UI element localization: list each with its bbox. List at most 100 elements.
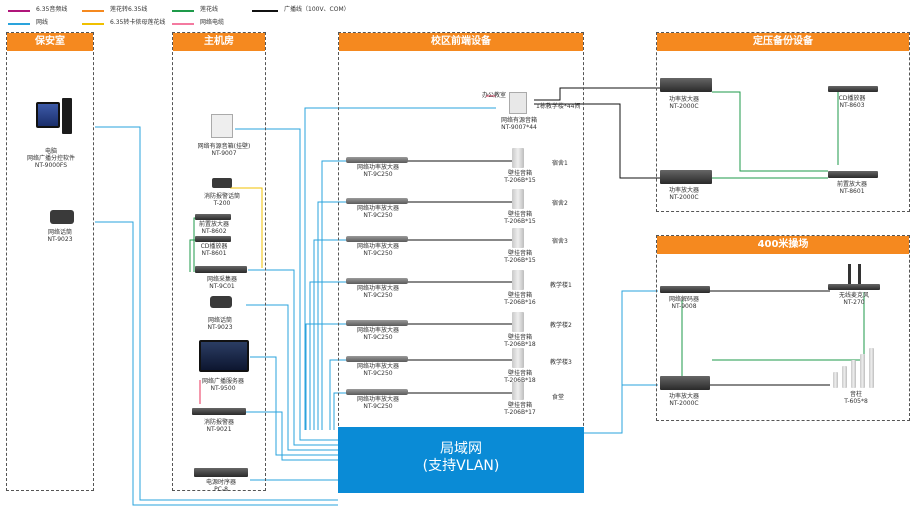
legend-swatch <box>8 23 30 25</box>
column-speaker-icon <box>842 366 847 388</box>
network-adapter-icon <box>195 266 247 273</box>
lan-block: 局域网 (支持VLAN) <box>338 427 584 493</box>
wall-speaker-icon <box>512 382 524 400</box>
wall-speaker-label: 网络有源音箱(挂壁) NT-9007 <box>197 143 251 157</box>
preamp-icon <box>828 171 878 178</box>
power-amplifier-icon <box>660 170 712 184</box>
campus-panel: 校区前端设备 <box>338 32 584 491</box>
adapter-label: 网络采集器 NT-9C01 <box>206 276 238 290</box>
security-room-panel: 保安室 <box>6 32 94 491</box>
cd-player-icon <box>195 236 231 242</box>
network-decoder-icon <box>660 286 710 293</box>
alarm-box-label: 消防报警器 NT-9021 <box>203 419 235 433</box>
legend-label: 网络电缆 <box>200 19 225 26</box>
legend-label: 莲花转6.35线 <box>110 6 148 13</box>
power-amplifier-icon <box>660 78 712 92</box>
backup-panel: 定压备份设备 <box>656 32 910 212</box>
legend-label: 网线 <box>36 19 49 26</box>
wall-speaker-icon <box>512 228 524 248</box>
zone-label: 宿舍3 <box>552 238 568 245</box>
preamp-icon <box>195 214 231 220</box>
legend-swatch <box>8 10 30 12</box>
panel-title: 400米操场 <box>657 236 909 254</box>
alarm-box-icon <box>192 408 246 415</box>
sequencer-icon <box>194 468 248 477</box>
main-room-panel: 主机房 <box>172 32 266 491</box>
zone-label: 宿舍1 <box>552 160 568 167</box>
microphone-icon <box>210 296 232 308</box>
backup-preamp-label: 前置放大器 NT-8601 <box>836 181 868 195</box>
wall-speaker-icon <box>512 270 524 290</box>
backup-cd-label: CD播放器 NT-8603 <box>838 95 866 109</box>
legend-swatch <box>172 10 194 12</box>
backup-amp1-label: 功率放大器 NT-2000C <box>668 96 700 110</box>
column-speaker-icon <box>860 354 865 388</box>
preamp-label: 前置放大器 NT-8602 <box>198 221 230 235</box>
microphone-icon <box>858 264 861 284</box>
server-label: 网络广播服务器 NT-9500 <box>201 378 245 392</box>
mic-label: 网络话筒 NT-9023 <box>47 229 73 243</box>
network-speaker-icon <box>509 92 527 114</box>
backup-amp2-label: 功率放大器 NT-2000C <box>668 187 700 201</box>
power-amplifier-icon <box>660 376 710 390</box>
panel-title: 校区前端设备 <box>339 33 583 51</box>
amplifier-icon <box>346 157 408 163</box>
column-speaker-icon <box>833 372 838 388</box>
playground-panel: 400米操场 <box>656 235 910 421</box>
lan-title: 局域网 <box>440 441 482 457</box>
legend-swatch <box>82 10 104 12</box>
wall-speaker-icon <box>512 189 524 209</box>
microphone-icon <box>50 210 74 224</box>
panel-title: 保安室 <box>7 33 93 51</box>
columns-label: 音柱 T-605*8 <box>844 391 868 405</box>
pc-tower-icon <box>62 98 72 134</box>
wall-speaker-icon <box>512 312 524 332</box>
zone-label: 教学楼1 <box>550 282 572 289</box>
zone-label: 教学楼3 <box>550 359 572 366</box>
wall-speaker-icon <box>512 348 524 368</box>
panel-title: 定压备份设备 <box>657 33 909 51</box>
cd-label: CD播放器 NT-8601 <box>200 243 228 257</box>
amplifier-icon <box>346 320 408 326</box>
microphone-icon <box>848 264 851 284</box>
main-mic-label: 网络话筒 NT-9023 <box>207 317 233 331</box>
lan-subtitle: (支持VLAN) <box>422 458 500 474</box>
zone-label: 教学楼2 <box>550 322 572 329</box>
wireless-mic-receiver-icon <box>828 284 880 290</box>
alarm-microphone-icon <box>212 178 232 188</box>
top-speaker-label: 网络有源音箱 NT-9007*44 <box>500 117 538 131</box>
legend-label: 莲花线 <box>200 6 219 13</box>
office-note: 办公教室 <box>482 92 507 99</box>
zone-label: 食堂 <box>552 394 565 401</box>
legend-swatch <box>82 23 104 25</box>
legend-label: 6.35音频线 <box>36 6 68 13</box>
wireless-mic-label: 无线麦克风 NT-270 <box>838 292 870 306</box>
sequencer-label: 电源时序器 PC-8 <box>205 479 237 493</box>
legend-swatch <box>252 10 278 12</box>
amplifier-icon <box>346 389 408 395</box>
building-note: 1栋教学楼*44间 <box>536 103 581 110</box>
playground-adapter-label: 网络解码器 NT-9008 <box>668 296 700 310</box>
server-screen-icon <box>199 340 249 372</box>
column-speaker-icon <box>851 360 856 388</box>
alarm-mic-label: 消防报警话筒 T-200 <box>203 193 241 207</box>
playground-amp-label: 功率放大器 NT-2000C <box>668 393 700 407</box>
amplifier-icon <box>346 198 408 204</box>
cd-player-icon <box>828 86 878 92</box>
legend-swatch <box>172 23 194 25</box>
pc-label: 电脑 网络广播分控软件 NT-9000FS <box>26 148 76 169</box>
wall-speaker-icon <box>211 114 233 138</box>
